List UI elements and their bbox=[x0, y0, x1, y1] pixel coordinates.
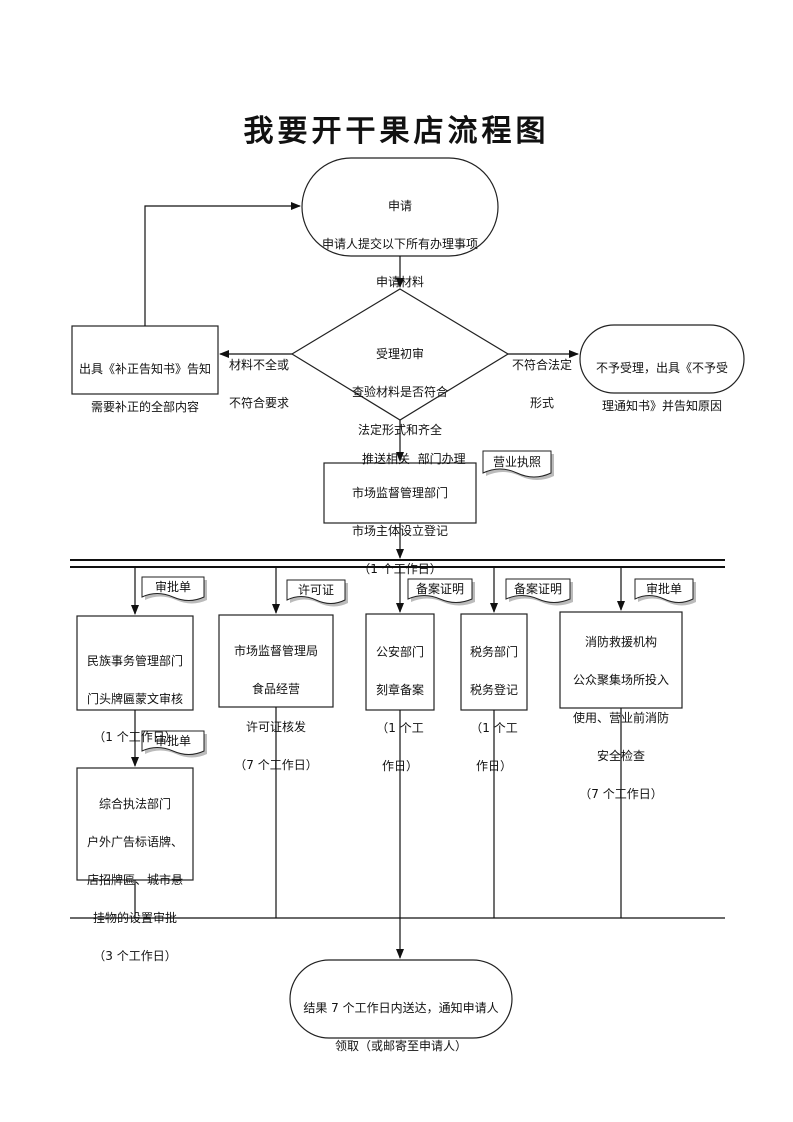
fire-line: 安全检查 bbox=[596, 749, 645, 763]
tax-line: 税务登记 bbox=[469, 683, 518, 697]
license-document-label: 营业执照 bbox=[492, 455, 541, 469]
enforcement-document-label: 审批单 bbox=[154, 734, 191, 748]
police-text: 公安部门 刻章备案 （1 个工 作日） bbox=[366, 624, 434, 795]
fire-text: 消防救援机构 公众聚集场所投入 使用、营业前消防 安全检查 （7 个工作日） bbox=[560, 614, 682, 823]
reject-line: 理通知书》并告知原因 bbox=[601, 399, 722, 413]
edge-label-forward-text: 推送相关 部门办理 bbox=[362, 452, 466, 466]
apply-text: 申请 申请人提交以下所有办理事项 申请材料 bbox=[302, 178, 498, 311]
food-line: 市场监督管理局 bbox=[233, 644, 318, 658]
enforcement-document-shape bbox=[141, 730, 207, 758]
ethnic-node bbox=[76, 615, 194, 711]
edge-label-not-legal: 不符合法定 形式 bbox=[504, 337, 580, 432]
ethnic-line: （1 个工作日） bbox=[93, 730, 177, 744]
edge-label-incomplete: 材料不全或 不符合要求 bbox=[222, 337, 296, 432]
ethnic-text: 民族事务管理部门 门头牌匾蒙文审核 （1 个工作日） bbox=[77, 633, 193, 766]
enforcement-node bbox=[76, 767, 194, 881]
police-line: 公安部门 bbox=[375, 645, 424, 659]
fire-line: 使用、营业前消防 bbox=[572, 711, 669, 725]
edge-label-forward: 推送相关 部门办理 bbox=[340, 431, 480, 469]
result-text: 结果 7 个工作日内送达，通知申请人 领取（或邮寄至申请人） bbox=[290, 980, 512, 1075]
food-line: 食品经营 bbox=[251, 682, 300, 696]
police-document-label: 备案证明 bbox=[415, 582, 464, 596]
apply-line: 申请人提交以下所有办理事项 bbox=[321, 237, 478, 251]
ethnic-line: 门头牌匾蒙文审核 bbox=[86, 692, 183, 706]
page-title: 我要开干果店流程图 bbox=[243, 114, 550, 149]
reject-node bbox=[579, 324, 745, 394]
food-document-shape bbox=[286, 579, 348, 607]
fire-line: 公众聚集场所投入 bbox=[572, 673, 669, 687]
fire-document-shape bbox=[634, 578, 696, 606]
enforcement-line: 店招牌匾、城市悬 bbox=[86, 873, 183, 887]
review-line: 受理初审 bbox=[375, 347, 424, 361]
tax-document-shape bbox=[505, 578, 573, 606]
result-line: 领取（或邮寄至申请人） bbox=[334, 1039, 467, 1053]
market-line: （1 个工作日） bbox=[358, 562, 442, 576]
police-document-shape bbox=[407, 578, 475, 606]
apply-line: 申请材料 bbox=[375, 275, 424, 289]
food-line: 许可证核发 bbox=[245, 720, 306, 734]
correction-line: 出具《补正告知书》告知 bbox=[78, 362, 211, 376]
market-text: 市场监督管理部门 市场主体设立登记 （1 个工作日） bbox=[324, 465, 476, 598]
fire-line: （7 个工作日） bbox=[579, 787, 663, 801]
apply-line: 申请 bbox=[387, 199, 412, 213]
market-node bbox=[323, 462, 477, 524]
tax-document-label: 备案证明 bbox=[513, 582, 562, 596]
reject-text: 不予受理，出具《不予受 理通知书》并告知原因 bbox=[580, 340, 744, 435]
correction-node bbox=[71, 325, 219, 395]
correction-line: 需要补正的全部内容 bbox=[90, 400, 199, 414]
enforcement-line: （3 个工作日） bbox=[93, 949, 177, 963]
correction-to-apply-arrow bbox=[144, 202, 301, 326]
police-line: 刻章备案 bbox=[375, 683, 424, 697]
fire-node bbox=[559, 611, 683, 709]
ethnic-line: 民族事务管理部门 bbox=[86, 654, 183, 668]
enforcement-line: 挂物的设置审批 bbox=[92, 911, 177, 925]
food-document-label: 许可证 bbox=[297, 583, 334, 597]
review-text: 受理初审 查验材料是否符合 法定形式和齐全 bbox=[320, 326, 480, 459]
edge-label-line: 形式 bbox=[529, 396, 554, 410]
result-node bbox=[289, 959, 513, 1039]
police-node bbox=[365, 613, 435, 711]
police-line: （1 个工 bbox=[376, 721, 424, 735]
tax-text: 税务部门 税务登记 （1 个工 作日） bbox=[461, 624, 527, 795]
reject-line: 不予受理，出具《不予受 bbox=[595, 361, 728, 375]
review-line: 法定形式和齐全 bbox=[357, 423, 442, 437]
edge-label-line: 不符合法定 bbox=[511, 358, 572, 372]
review-line: 查验材料是否符合 bbox=[351, 385, 448, 399]
enforcement-line: 户外广告标语牌、 bbox=[86, 835, 183, 849]
market-line: 市场监督管理部门 bbox=[351, 486, 448, 500]
food-node bbox=[218, 614, 334, 708]
ethnic-document-label: 审批单 bbox=[154, 580, 191, 594]
result-line: 结果 7 个工作日内送达，通知申请人 bbox=[303, 1001, 499, 1015]
edge-label-line: 不符合要求 bbox=[228, 396, 289, 410]
enforcement-line: 综合执法部门 bbox=[98, 797, 171, 811]
tax-node bbox=[460, 613, 528, 711]
tax-line: 税务部门 bbox=[469, 645, 518, 659]
police-line: 作日） bbox=[381, 759, 418, 773]
market-line: 市场主体设立登记 bbox=[351, 524, 448, 538]
fire-line: 消防救援机构 bbox=[584, 635, 657, 649]
edge-label-line: 材料不全或 bbox=[228, 358, 289, 372]
fire-document-label: 审批单 bbox=[645, 582, 682, 596]
tax-line: （1 个工 bbox=[470, 721, 518, 735]
enforcement-text: 综合执法部门 户外广告标语牌、 店招牌匾、城市悬 挂物的设置审批 （3 个工作日… bbox=[77, 776, 193, 985]
tax-line: 作日） bbox=[475, 759, 512, 773]
license-document-shape bbox=[482, 450, 554, 480]
food-line: （7 个工作日） bbox=[234, 758, 318, 772]
ethnic-document-shape bbox=[141, 576, 207, 604]
correction-text: 出具《补正告知书》告知 需要补正的全部内容 bbox=[72, 341, 218, 436]
food-text: 市场监督管理局 食品经营 许可证核发 （7 个工作日） bbox=[219, 623, 333, 794]
